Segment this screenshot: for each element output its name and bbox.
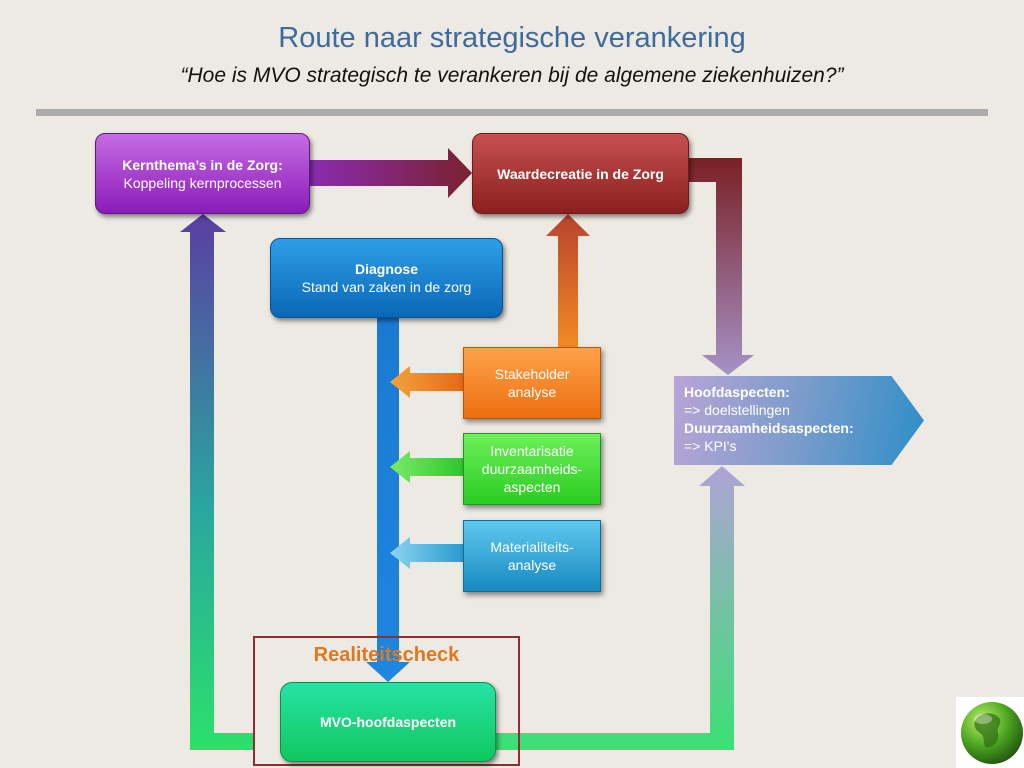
node-kernthemas: Kernthema’s in de Zorg: Koppeling kernpr…: [95, 133, 310, 214]
kernthemas-subtitle: Koppeling kernprocessen: [123, 174, 282, 191]
arrow-waarde-to-hoofd: [689, 158, 754, 375]
materialiteit-line2: analyse: [507, 557, 557, 573]
node-diagnose: Diagnose Stand van zaken in de zorg: [270, 238, 503, 318]
arrow-stakeholder-left: [390, 366, 463, 398]
hoofdaspecten-doelstellingen: => doelstellingen: [684, 402, 790, 418]
arrow-inventarisatie-left: [390, 451, 463, 483]
title-divider: [36, 109, 988, 116]
arrow-materialiteit-left: [390, 537, 463, 569]
globe-logo: [956, 697, 1024, 768]
inventarisatie-line3: aspecten: [503, 479, 561, 495]
mvo-label: MVO-hoofdaspecten: [319, 714, 457, 730]
realiteitscheck-frame: [253, 636, 520, 766]
diagnose-subtitle: Stand van zaken in de zorg: [301, 279, 472, 295]
arrow-mvo-to-kern: [180, 214, 255, 750]
duurzaamheidsaspecten-kpis: => KPI's: [684, 438, 737, 454]
arrow-stakeholder-to-waarde: [546, 214, 590, 347]
node-waardecreatie: Waardecreatie in de Zorg: [472, 133, 689, 214]
node-materialiteit: Materialiteits- analyse: [463, 520, 601, 592]
stakeholder-line2: analyse: [507, 384, 557, 400]
globe-icon: [961, 702, 1023, 764]
materialiteit-line1: Materialiteits-: [490, 539, 574, 555]
arrow-mvo-to-hoofd: [496, 466, 745, 750]
diagnose-title: Diagnose: [354, 261, 418, 277]
duurzaamheidsaspecten-heading: Duurzaamheidsaspecten:: [684, 420, 854, 436]
node-stakeholder: Stakeholder analyse: [463, 347, 601, 419]
stakeholder-line1: Stakeholder: [494, 366, 570, 382]
realiteitscheck-label: Realiteitscheck: [313, 644, 460, 666]
inventarisatie-line1: Inventarisatie: [490, 443, 574, 459]
arrow-kern-to-waarde: [310, 148, 472, 198]
arrow-diagnose-to-mvo: [366, 318, 410, 682]
waardecreatie-label: Waardecreatie in de Zorg: [497, 165, 664, 182]
slide-subtitle: “Hoe is MVO strategisch te verankeren bi…: [180, 64, 844, 87]
kernthemas-title: Kernthema’s in de Zorg:: [122, 156, 283, 173]
inventarisatie-line2: duurzaamheids-: [481, 461, 583, 477]
node-mvo-hoofdaspecten: MVO-hoofdaspecten: [280, 682, 496, 762]
slide-title: Route naar strategische verankering: [278, 22, 746, 54]
node-hoofdaspecten: Hoofdaspecten: => doelstellingen Duurzaa…: [674, 376, 924, 465]
node-inventarisatie: Inventarisatie duurzaamheids- aspecten: [463, 433, 601, 505]
hoofdaspecten-heading: Hoofdaspecten:: [684, 384, 790, 400]
